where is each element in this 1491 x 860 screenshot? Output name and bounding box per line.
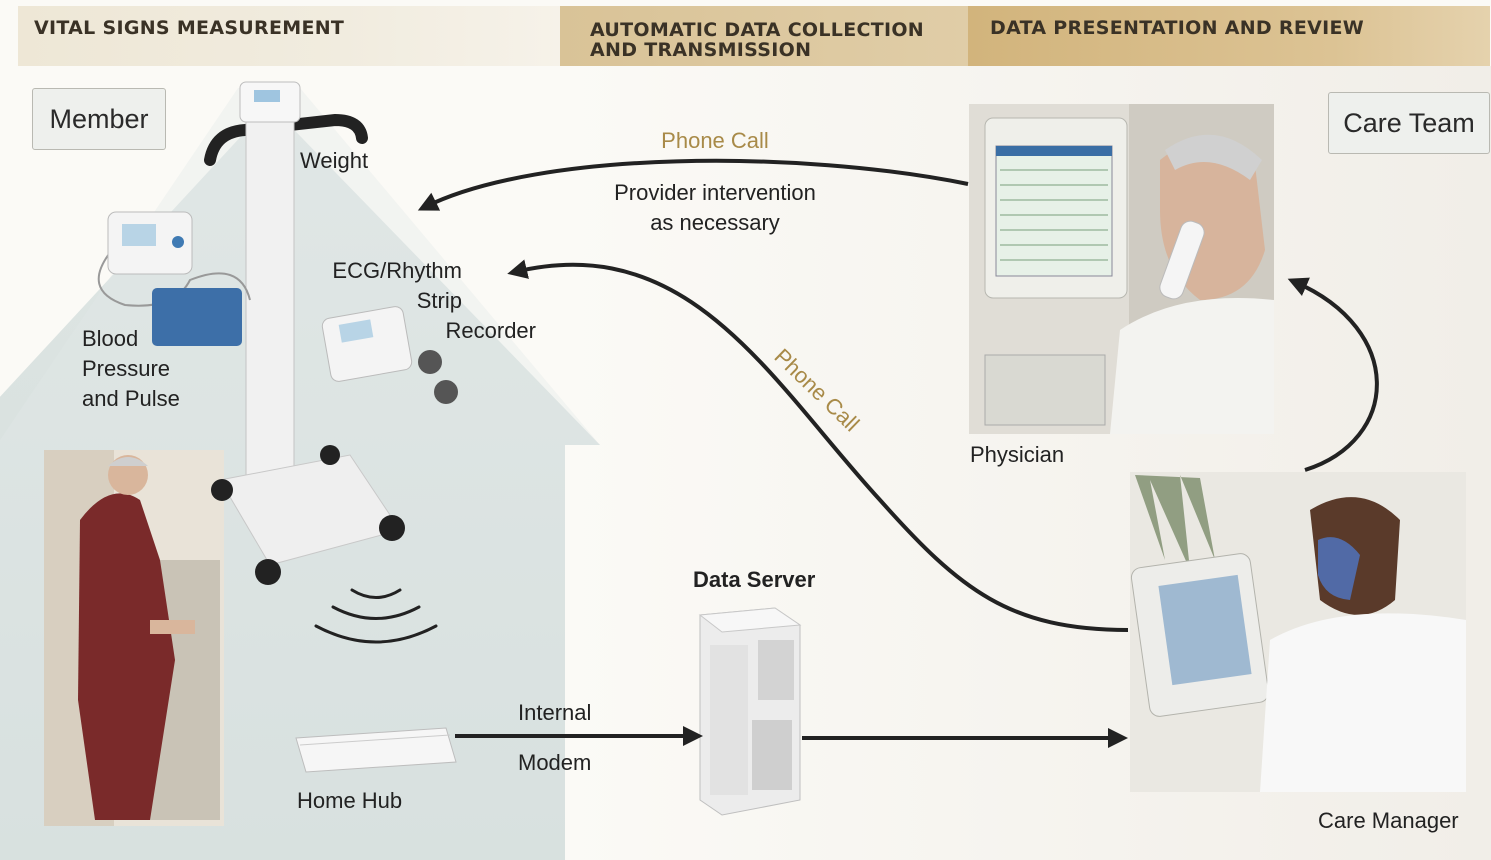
ecg-label-line1: ECG/Rhythm bbox=[332, 258, 462, 283]
ecg-label-line2: Strip bbox=[416, 288, 462, 313]
intervention-label: Provider intervention as necessary bbox=[590, 178, 840, 238]
data-server-label: Data Server bbox=[693, 567, 816, 592]
member-tag: Member bbox=[32, 88, 166, 150]
home-hub-illustration bbox=[295, 727, 457, 773]
care-team-tag: Care Team bbox=[1328, 92, 1490, 154]
header-collection-line2: AND TRANSMISSION bbox=[590, 39, 812, 61]
bp-label-line2: Pressure bbox=[82, 356, 171, 381]
phone-call-arrow-diagonal bbox=[507, 259, 1129, 632]
header-presentation-text: DATA PRESENTATION AND REVIEW bbox=[990, 17, 1365, 39]
physician-photo bbox=[969, 104, 1274, 434]
modem-label: Modem bbox=[518, 750, 592, 775]
care-manager-photo bbox=[1130, 472, 1466, 792]
phone-call-arrow-top bbox=[417, 158, 969, 211]
header-vital-signs-text: VITAL SIGNS MEASUREMENT bbox=[34, 17, 345, 39]
member-photo bbox=[44, 450, 224, 826]
phone-call-label-top: Phone Call bbox=[661, 128, 769, 153]
internal-label: Internal bbox=[518, 700, 592, 725]
bp-label-line3: and Pulse bbox=[82, 386, 180, 411]
data-server-illustration bbox=[698, 607, 802, 816]
intervention-line2: as necessary bbox=[650, 210, 780, 235]
ecg-label: ECG/Rhythm Strip Recorder bbox=[330, 256, 536, 346]
escalation-arrow bbox=[1287, 277, 1379, 472]
weight-scale-illustration bbox=[204, 81, 405, 585]
intervention-line1: Provider intervention bbox=[614, 180, 816, 205]
blood-pressure-label: Blood Pressure and Pulse bbox=[82, 324, 180, 414]
ecg-recorder-illustration bbox=[321, 306, 458, 404]
header-data-presentation: DATA PRESENTATION AND REVIEW bbox=[968, 6, 1490, 66]
wireless-signal-icon bbox=[314, 588, 438, 644]
care-manager-label: Care Manager bbox=[1318, 808, 1459, 833]
bp-label-line1: Blood bbox=[82, 326, 139, 351]
physician-label: Physician bbox=[970, 442, 1065, 467]
header-data-collection: AUTOMATIC DATA COLLECTION AND TRANSMISSI… bbox=[560, 6, 968, 66]
ecg-label-line3: Recorder bbox=[445, 318, 536, 343]
blood-pressure-monitor-illustration bbox=[97, 211, 251, 346]
weight-label: Weight bbox=[300, 148, 369, 173]
header-vital-signs: VITAL SIGNS MEASUREMENT bbox=[18, 6, 560, 66]
home-hub-label: Home Hub bbox=[297, 788, 403, 813]
header-collection-line1: AUTOMATIC DATA COLLECTION bbox=[590, 19, 925, 41]
